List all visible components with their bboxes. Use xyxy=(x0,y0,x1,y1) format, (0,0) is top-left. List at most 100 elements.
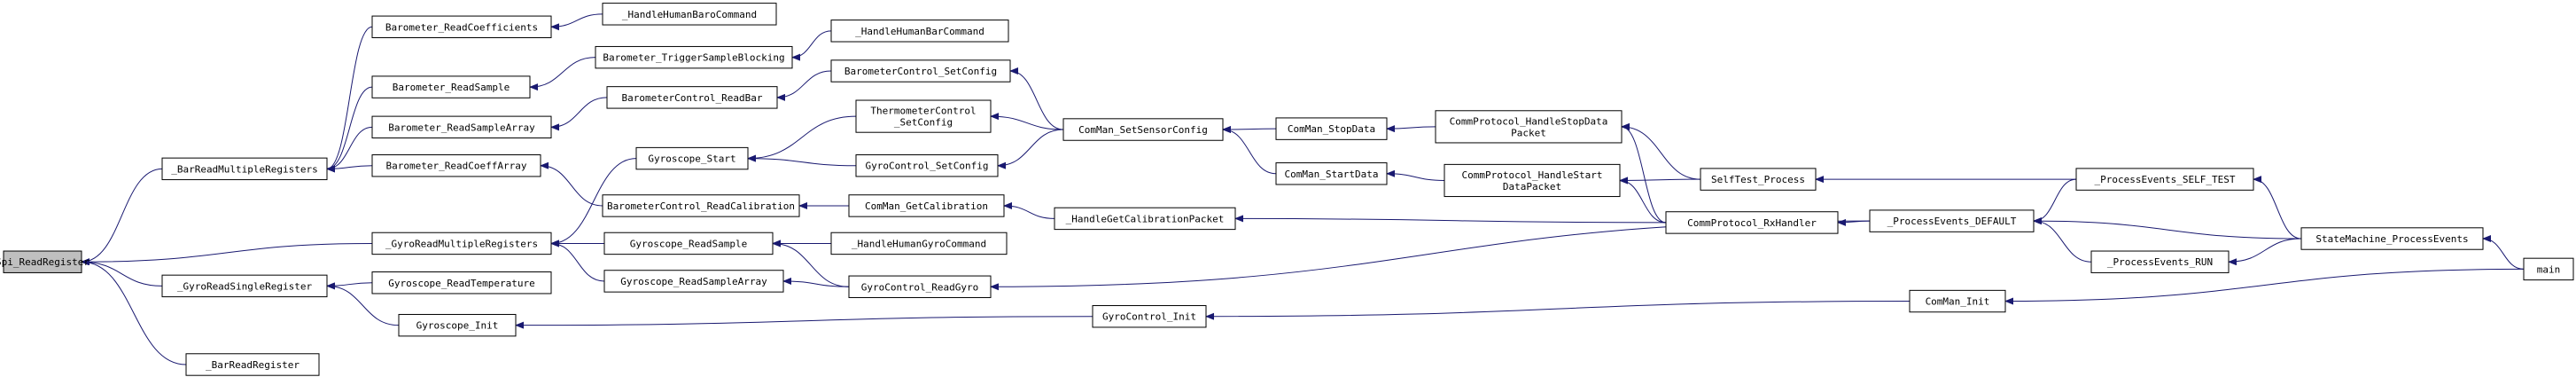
edge-gyromulti-to-spi xyxy=(81,242,373,266)
node-label: BarometerControl_ReadCalibration xyxy=(607,200,795,212)
node-label: _GyroReadSingleRegister xyxy=(177,280,313,292)
node-label: Barometer_ReadCoeffArray xyxy=(386,161,527,172)
node-box xyxy=(185,353,320,376)
node-label: ComMan_Init xyxy=(1926,296,1990,308)
edge-cm_start-to-cm_setsensor xyxy=(1222,126,1277,175)
node-box xyxy=(848,275,992,298)
node-box xyxy=(371,271,552,295)
node-tc_setcfg[interactable]: ThermometerControl_SetConfig xyxy=(855,99,992,133)
node-box xyxy=(2300,227,2484,250)
node-baro_coef[interactable]: Barometer_ReadCoefficients xyxy=(371,15,552,38)
node-pe_default[interactable]: _ProcessEvents_DEFAULT xyxy=(1869,209,2035,232)
node-bc_readcal[interactable]: BarometerControl_ReadCalibration xyxy=(602,194,800,217)
node-label: _BarReadMultipleRegisters xyxy=(171,163,318,175)
node-selftest[interactable]: SelfTest_Process xyxy=(1700,168,1817,191)
node-baro_samplearr[interactable]: Barometer_ReadSampleArray xyxy=(371,115,552,139)
node-label: CommProtocol_RxHandler xyxy=(1687,217,1817,229)
edge-gyro_samplearr-to-gyromulti xyxy=(550,240,605,282)
node-label: BarometerControl_ReadBar xyxy=(622,92,763,104)
node-hh_gyrocmd[interactable]: _HandleHumanGyroCommand xyxy=(830,232,1008,255)
edge-baro_trig-to-baro_sample xyxy=(529,57,596,91)
node-cm_getcal[interactable]: ComMan_GetCalibration xyxy=(848,194,1005,217)
node-box xyxy=(830,232,1008,255)
node-gyro_init[interactable]: Gyroscope_Init xyxy=(398,313,517,337)
node-hh_barcmd[interactable]: _HandleHumanBarCommand xyxy=(830,20,1009,43)
node-spi[interactable]: Spi_ReadRegister xyxy=(0,250,89,273)
node-box xyxy=(602,3,777,26)
node-box xyxy=(1444,163,1621,198)
node-box xyxy=(2523,257,2574,281)
edge-gc_readgyro-to-gyro_sample xyxy=(772,240,850,287)
node-pe_run[interactable]: _ProcessEvents_RUN xyxy=(2090,250,2230,273)
node-label: _SetConfig xyxy=(894,117,953,129)
node-box xyxy=(602,194,800,217)
node-label: BarometerControl_SetConfig xyxy=(844,66,997,77)
node-label: ThermometerControl xyxy=(870,106,976,117)
edge-rxhandler-to-hgcp xyxy=(1234,215,1667,224)
node-gyro_start[interactable]: Gyroscope_Start xyxy=(635,146,749,170)
node-barmulti[interactable]: _BarReadMultipleRegisters xyxy=(161,157,328,181)
node-sm_process[interactable]: StateMachine_ProcessEvents xyxy=(2300,227,2484,250)
node-baro_coefarr[interactable]: Barometer_ReadCoeffArray xyxy=(371,154,541,177)
node-label: ComMan_SetSensorConfig xyxy=(1078,124,1208,136)
node-gyro_samplearr[interactable]: Gyroscope_ReadSampleArray xyxy=(603,270,784,293)
edge-tc_setcfg-to-gyro_start xyxy=(747,115,857,162)
edge-rxhandler-to-cp_stop xyxy=(1621,122,1667,224)
node-gyro_temp[interactable]: Gyroscope_ReadTemperature xyxy=(371,271,552,295)
node-rxhandler[interactable]: CommProtocol_RxHandler xyxy=(1665,211,1839,234)
node-barread[interactable]: _BarReadRegister xyxy=(185,353,320,376)
edge-selftest-to-cp_start xyxy=(1619,177,1701,185)
node-box xyxy=(1062,118,1224,141)
node-cm_stop[interactable]: ComMan_StopData xyxy=(1275,117,1388,140)
node-hh_barocmd[interactable]: _HandleHumanBaroCommand xyxy=(602,3,777,26)
node-label: Barometer_ReadSample xyxy=(393,82,510,93)
edge-gc_readgyro-to-gyro_samplearr xyxy=(782,277,850,287)
node-label: _HandleHumanGyroCommand xyxy=(852,238,986,249)
edge-gyro_temp-to-gyrosingle xyxy=(326,282,373,290)
node-label: _GyroReadMultipleRegisters xyxy=(385,238,538,249)
node-box xyxy=(595,45,793,69)
node-box xyxy=(371,232,552,255)
node-box xyxy=(371,15,552,38)
node-label: CommProtocol_HandleStopData xyxy=(1450,115,1608,127)
node-gyro_sample[interactable]: Gyroscope_ReadSample xyxy=(603,232,774,255)
node-bc_setcfg[interactable]: BarometerControl_SetConfig xyxy=(830,59,1011,82)
node-box xyxy=(603,232,774,255)
node-box xyxy=(371,75,531,98)
node-cm_init[interactable]: ComMan_Init xyxy=(1909,289,2006,313)
node-box xyxy=(371,115,552,139)
node-main[interactable]: main xyxy=(2523,257,2574,281)
node-baro_sample[interactable]: Barometer_ReadSample xyxy=(371,75,531,98)
node-box xyxy=(1869,209,2035,232)
node-gc_setcfg[interactable]: GyroControl_SetConfig xyxy=(855,154,999,177)
node-hgcp[interactable]: _HandleGetCalibrationPacket xyxy=(1054,207,1236,231)
node-gyrosingle[interactable]: _GyroReadSingleRegister xyxy=(161,274,328,298)
edge-barread-to-spi xyxy=(81,258,187,365)
node-bc_readbar[interactable]: BarometerControl_ReadBar xyxy=(606,86,778,109)
node-box xyxy=(2090,250,2230,273)
node-layer: Spi_ReadRegister _BarReadMultipleRegister… xyxy=(0,3,2574,376)
node-gc_init[interactable]: GyroControl_Init xyxy=(1092,305,1207,328)
edge-rxhandler-to-cp_start xyxy=(1619,177,1667,224)
edge-baro_samplearr-to-barmulti xyxy=(326,126,373,173)
edge-sm_process-to-pe_run xyxy=(2228,238,2302,266)
edge-hgcp-to-cm_getcal xyxy=(1003,201,1055,219)
edge-main-to-sm_process xyxy=(2482,235,2525,270)
node-box xyxy=(1435,110,1623,144)
edge-cm_setsensor-to-bc_setcfg xyxy=(1009,67,1064,130)
node-gc_readgyro[interactable]: GyroControl_ReadGyro xyxy=(848,275,992,298)
node-baro_trig[interactable]: Barometer_TriggerSampleBlocking xyxy=(595,45,793,69)
node-label: _HandleHumanBarCommand xyxy=(855,26,984,37)
node-box xyxy=(398,313,517,337)
node-pe_selftest[interactable]: _ProcessEvents_SELF_TEST xyxy=(2075,168,2254,191)
node-gyromulti[interactable]: _GyroReadMultipleRegisters xyxy=(371,232,552,255)
node-label: _ProcessEvents_SELF_TEST xyxy=(2095,174,2236,185)
node-cm_setsensor[interactable]: ComMan_SetSensorConfig xyxy=(1062,118,1224,141)
edge-baro_coefarr-to-barmulti xyxy=(326,165,373,173)
node-cm_start[interactable]: ComMan_StartData xyxy=(1275,162,1388,185)
node-label: Gyroscope_ReadSampleArray xyxy=(620,276,767,287)
node-label: SelfTest_Process xyxy=(1711,174,1805,185)
node-label: _ProcessEvents_RUN xyxy=(2107,256,2213,268)
